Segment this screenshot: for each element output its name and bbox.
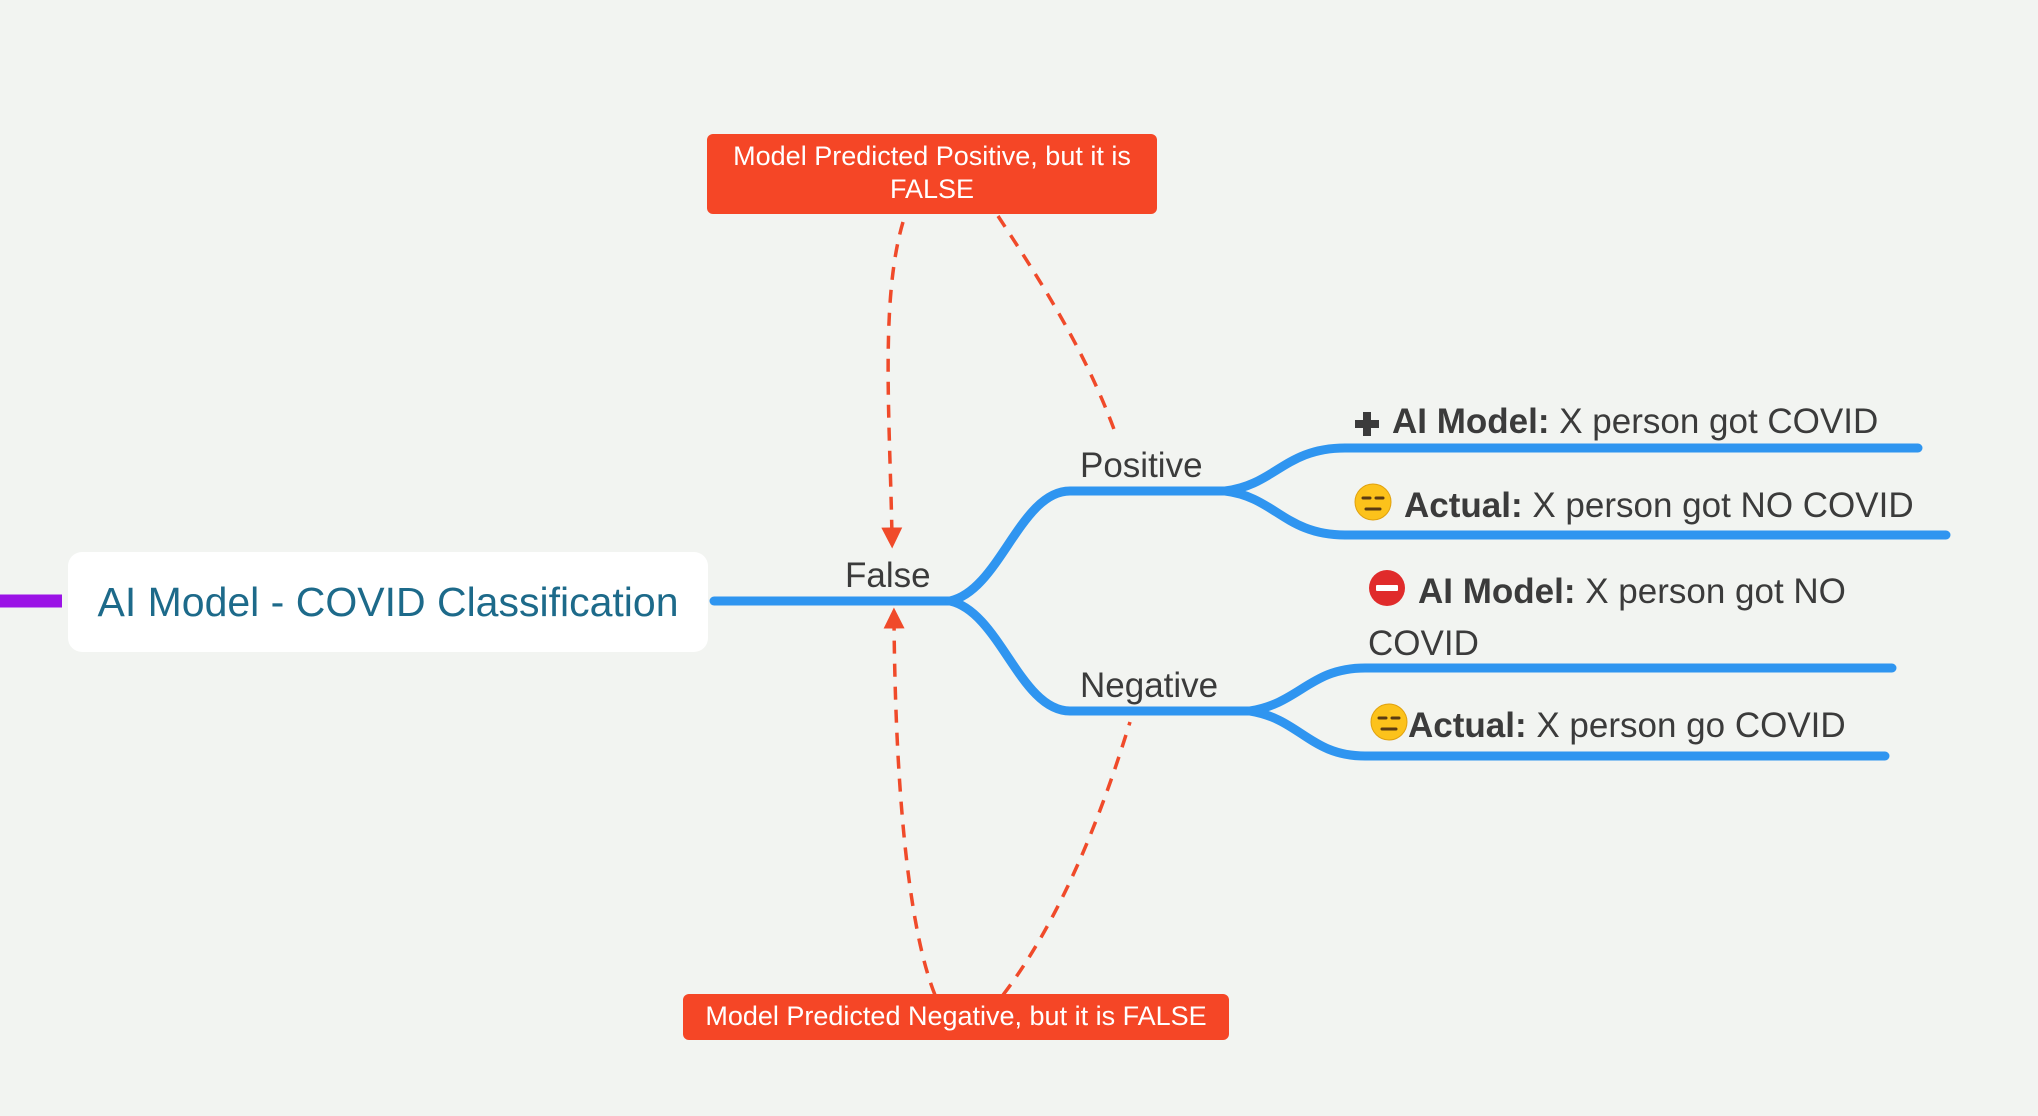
leaf-text: X person go COVID — [1526, 706, 1846, 745]
root-topic[interactable]: AI Model - COVID Classification — [68, 552, 708, 652]
false-to-negative-branch — [945, 596, 1255, 716]
positive-leaf-ai-model[interactable]: AI Model: X person got COVID — [1354, 398, 1878, 450]
leaf-bold-label: Actual: — [1404, 486, 1523, 525]
leaf-bold-label: AI Model: — [1392, 402, 1550, 441]
negative-topic-label: Negative — [1080, 666, 1219, 705]
false-to-positive-branch — [945, 486, 1230, 606]
leaf-bold-label: Actual: — [1408, 706, 1527, 745]
negative-topic[interactable]: Negative — [1080, 666, 1218, 706]
positive-topic[interactable]: Positive — [1080, 446, 1203, 486]
positive-leaf-2-line — [1220, 486, 1951, 540]
leaf-text: X person got NO COVID — [1368, 572, 1846, 663]
top-callout-link-to-positive — [996, 215, 1117, 433]
leaf-text: X person got COVID — [1549, 402, 1879, 441]
negative-leaf-actual[interactable]: Actual: X person go COVID — [1370, 702, 1846, 754]
false-topic[interactable]: False — [845, 556, 931, 596]
positive-leaf-1-line — [1220, 443, 1923, 496]
negative-leaf-1-line — [1245, 663, 1897, 716]
positive-topic-label: Positive — [1080, 446, 1203, 485]
expressionless-face-icon — [1354, 483, 1392, 534]
positive-leaf-actual[interactable]: Actual: X person got NO COVID — [1354, 482, 1914, 534]
callout-model-predicted-negative[interactable]: Model Predicted Negative, but it is FALS… — [683, 994, 1229, 1040]
leaf-bold-label: AI Model: — [1418, 572, 1576, 611]
negative-leaf-2-line — [1245, 706, 1890, 761]
callout-text: Model Predicted Negative, but it is FALS… — [705, 1001, 1207, 1031]
bottom-callout-link-to-negative — [1001, 721, 1132, 997]
callout-model-predicted-positive[interactable]: Model Predicted Positive, but it is FALS… — [707, 134, 1157, 214]
negative-leaf-ai-model[interactable]: AI Model: X person got NO COVID — [1368, 568, 1898, 668]
false-topic-label: False — [845, 556, 931, 595]
plus-icon — [1354, 402, 1380, 450]
callout-text: Model Predicted Positive, but it is FALS… — [733, 141, 1131, 204]
leaf-text: X person got NO COVID — [1522, 486, 1914, 525]
no-entry-icon — [1368, 569, 1406, 620]
expressionless-face-icon — [1370, 703, 1408, 754]
root-topic-label: AI Model - COVID Classification — [97, 578, 679, 625]
top-callout-arrow-to-false — [881, 221, 905, 549]
bottom-callout-arrow-to-false — [883, 607, 937, 996]
